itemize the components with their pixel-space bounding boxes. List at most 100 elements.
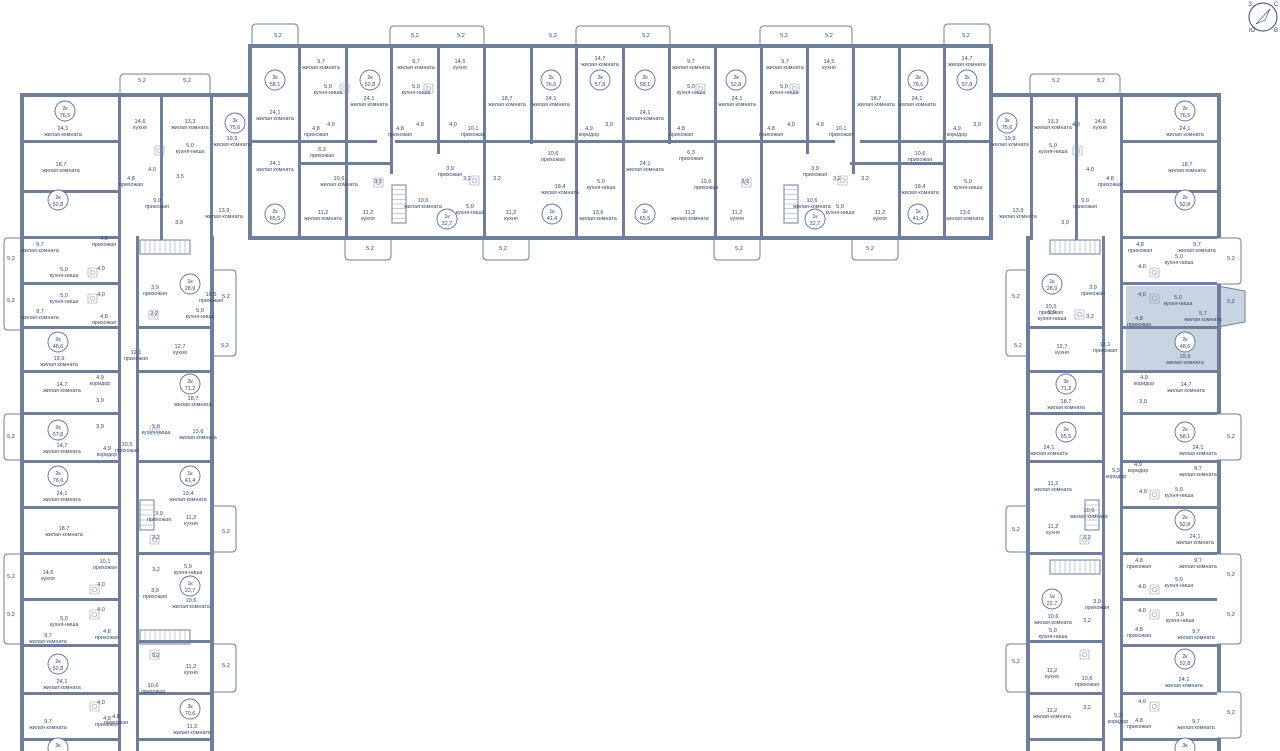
room-name: жилая комната (1177, 635, 1215, 641)
room-name: жилая комната (205, 214, 243, 220)
room-name: кухня-ниша (50, 299, 79, 305)
apartment-badge[interactable]: 3к (47, 737, 69, 751)
room-name: прихожая (143, 594, 167, 600)
room-name: кухня-ниша (1164, 301, 1193, 307)
room-name: кухня (184, 670, 198, 676)
compass-north: С (1274, 2, 1279, 8)
apartment-type: 2к (55, 337, 61, 343)
staircase (1084, 499, 1100, 531)
room-area: 10,1 (468, 126, 479, 132)
room-area: 4,8 (127, 176, 135, 182)
apartment-area: 76,6 (546, 82, 557, 88)
room-area: 11,2 (187, 724, 197, 730)
room-name: жилая комната (1030, 451, 1068, 457)
selected-apartment-highlight[interactable] (1126, 286, 1245, 371)
room-name: жилая комната (29, 725, 67, 731)
sanitary-fixture (1079, 534, 1090, 545)
balcony-area: 5,2 (366, 246, 374, 252)
room-name: жилая комната (1047, 405, 1085, 411)
dimension-label: 3,2 (152, 567, 160, 573)
room-name: жилая комната (397, 65, 435, 71)
room-area: 5,0 (1175, 487, 1183, 493)
apartment-area: 52,8 (1180, 661, 1191, 667)
room-area: 11,2 (1048, 524, 1058, 530)
room-name: прихожая (124, 356, 148, 362)
room-name: прихожая (829, 132, 853, 138)
dimension-label: 4,0 (97, 582, 105, 588)
sanitary-fixture (1149, 584, 1160, 595)
sanitary-fixture (149, 649, 160, 660)
dimension-label: 4,0 (1138, 699, 1146, 705)
sanitary-fixture (1149, 609, 1160, 620)
room-name: жилая комната (793, 204, 831, 210)
sanitary-fixture (89, 701, 100, 712)
apartment-type: 2к (597, 75, 603, 81)
dimension-label: 4,0 (1138, 608, 1146, 614)
apartment-area: 22,7 (442, 221, 453, 227)
room-name: кухня (361, 216, 375, 222)
dimension-label: 3,9 (1139, 399, 1147, 405)
room-name: кухня (873, 216, 887, 222)
room-area: 11,2 (506, 210, 516, 216)
apartment-type: 2к (55, 471, 61, 477)
sanitary-fixture (339, 83, 350, 94)
room-name: кухня-ниша (402, 90, 431, 96)
dimension-label: 4,0 (816, 122, 824, 128)
dimension-label: 4,0 (148, 167, 156, 173)
sanitary-fixture (87, 293, 98, 304)
room-area: 12,7 (1057, 344, 1068, 350)
room-area: 5,0 (60, 267, 68, 273)
room-area: 14,6 (135, 119, 146, 125)
apartment-type: 3к (1063, 379, 1069, 385)
room-name: жилая комната (43, 497, 81, 503)
room-area: 12,1 (1100, 342, 1111, 348)
room-area: 5,0 (152, 424, 160, 430)
room-area: 13,6 (193, 429, 204, 435)
room-name: жилая комната (898, 102, 936, 108)
room-name: прихожая (759, 132, 783, 138)
room-area: 19,9 (54, 356, 65, 362)
apartment-area: 52,8 (731, 82, 742, 88)
apartment-badge[interactable]: 3к (1174, 737, 1196, 751)
apartment-area: 76,5 (1180, 113, 1191, 119)
room-name: жилая комната (541, 190, 579, 196)
